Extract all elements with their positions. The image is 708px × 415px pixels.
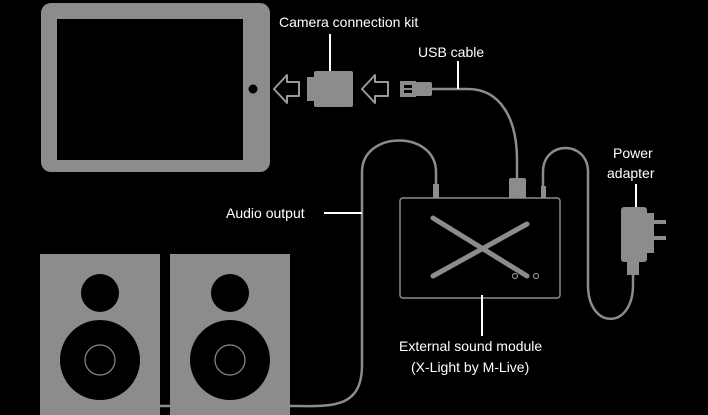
adapter-plug-base bbox=[647, 213, 654, 253]
usb-cable-label: USB cable bbox=[418, 44, 484, 60]
usb-plug-slot bbox=[404, 85, 412, 88]
adapter-prong bbox=[654, 220, 666, 224]
speaker-woofer bbox=[60, 320, 140, 400]
module-usb-port bbox=[509, 178, 526, 199]
speaker-tweeter-2 bbox=[211, 274, 249, 312]
camera-connection-kit bbox=[307, 71, 353, 107]
speaker-left bbox=[40, 254, 160, 415]
power-adapter-label-line1: Power bbox=[613, 145, 653, 161]
ipad-tablet bbox=[41, 3, 270, 172]
module-x-logo-stroke-2 bbox=[430, 221, 530, 279]
speaker-tweeter bbox=[81, 274, 119, 312]
power-adapter bbox=[621, 207, 666, 275]
power-adapter-label-line2: adapter bbox=[607, 165, 655, 181]
module-power-jack bbox=[541, 186, 546, 198]
usb-plug-housing bbox=[415, 82, 432, 96]
kit-connector bbox=[307, 77, 316, 101]
adapter-prong-2 bbox=[654, 236, 666, 240]
usb-cable bbox=[432, 87, 519, 180]
usb-plug bbox=[400, 81, 432, 97]
arrow-left-icon bbox=[273, 74, 300, 104]
module-x-logo-stroke bbox=[430, 215, 530, 279]
arrow-left-icon-2 bbox=[361, 74, 389, 104]
usb-plug-slot-2 bbox=[404, 90, 412, 93]
audio-cable bbox=[160, 139, 438, 408]
adapter-body bbox=[621, 207, 647, 262]
speaker-woofer-2 bbox=[190, 320, 270, 400]
speaker-woofer-cap-2 bbox=[214, 344, 246, 376]
module-led-2 bbox=[532, 272, 540, 280]
speaker-woofer-cap bbox=[84, 344, 116, 376]
tablet-home-button bbox=[248, 84, 258, 94]
power-cable bbox=[541, 146, 635, 320]
audio-output-label: Audio output bbox=[226, 205, 305, 221]
sound-module-label-line2: (X-Light by M-Live) bbox=[411, 359, 529, 375]
camera-kit-label: Camera connection kit bbox=[279, 14, 418, 30]
usb-plug-metal bbox=[400, 81, 416, 97]
module-audio-jack bbox=[433, 184, 439, 198]
adapter-cable-strain bbox=[627, 260, 639, 275]
external-sound-module bbox=[399, 178, 561, 299]
kit-body bbox=[314, 71, 353, 107]
module-led bbox=[511, 272, 519, 280]
sound-module-label-line1: External sound module bbox=[399, 338, 542, 354]
speaker-right bbox=[170, 254, 290, 415]
tablet-screen bbox=[57, 19, 243, 160]
